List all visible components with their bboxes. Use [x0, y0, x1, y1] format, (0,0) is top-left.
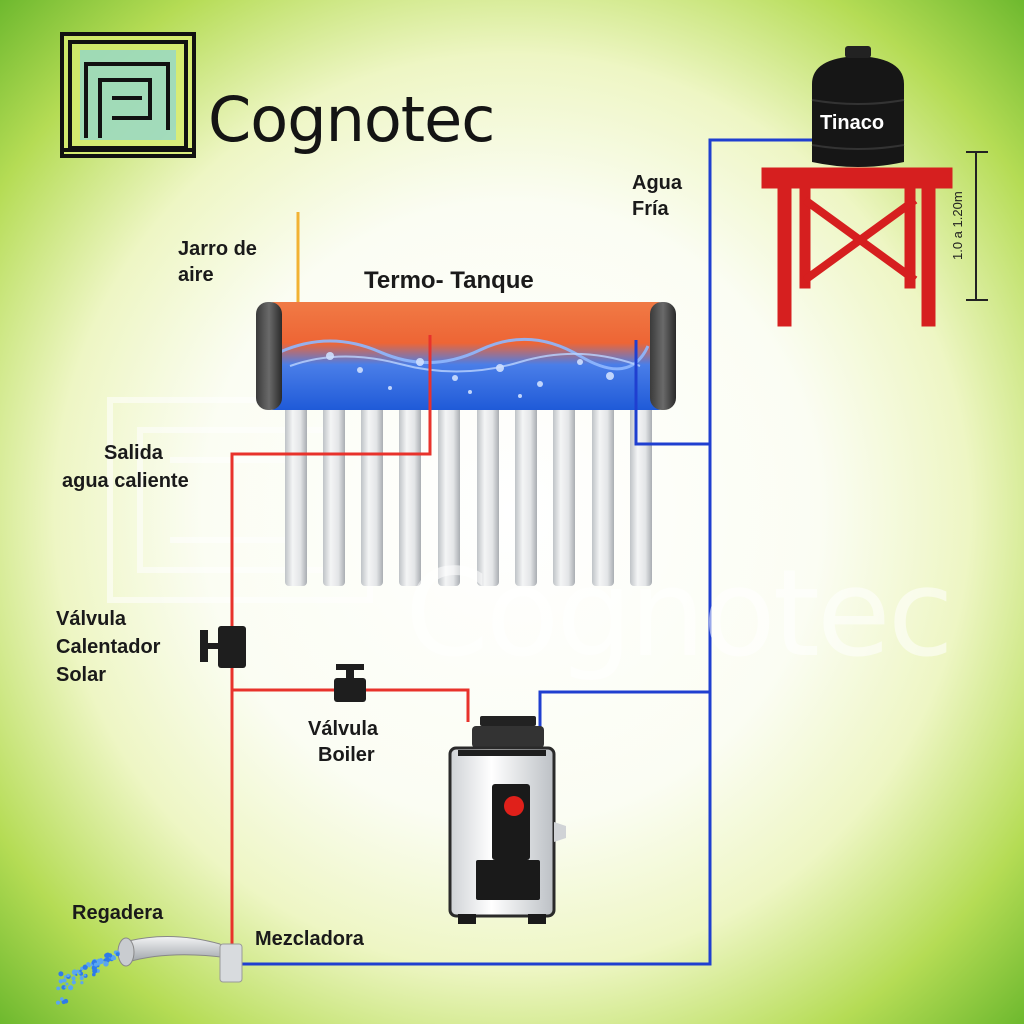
- label-valvula-solar-3: Solar: [56, 664, 107, 686]
- label-valvula-solar-2: Calentador: [56, 636, 161, 658]
- shower-spray: [55, 950, 120, 1005]
- vacuum-tube-icon: [438, 404, 460, 586]
- water-droplet: [79, 969, 82, 973]
- water-droplet: [75, 973, 78, 977]
- water-droplet: [71, 969, 78, 975]
- watermark-text: Cognotec: [405, 545, 954, 684]
- label-jarro-de-aire-1: Jarro de: [178, 238, 257, 260]
- hot-water-pipes: [230, 335, 470, 952]
- water-droplet: [98, 958, 104, 963]
- water-droplet: [71, 976, 76, 981]
- label-agua-fria-2: Fría: [632, 198, 669, 220]
- water-droplet: [58, 971, 64, 977]
- boiler-valve-icon: [334, 664, 366, 702]
- water-droplet: [115, 952, 120, 957]
- vacuum-tube-icon: [323, 404, 345, 586]
- label-valvula-boiler-2: Boiler: [318, 744, 375, 766]
- water-droplet: [97, 962, 101, 966]
- label-valvula-boiler-1: Válvula: [308, 718, 379, 740]
- water-droplet: [80, 981, 84, 985]
- water-droplet: [68, 985, 74, 991]
- label-mezcladora: Mezcladora: [255, 928, 364, 950]
- brand-logo-text: Cognotec: [208, 83, 495, 156]
- water-droplet: [107, 953, 113, 958]
- water-droplet: [83, 966, 88, 970]
- logo-mark-icon: [60, 32, 196, 158]
- vacuum-tube-icon: [399, 404, 421, 586]
- water-droplet: [60, 997, 64, 1001]
- water-droplet: [79, 975, 84, 981]
- water-droplet: [93, 962, 98, 967]
- vacuum-tube-icon: [477, 404, 499, 586]
- water-droplet: [64, 975, 67, 978]
- water-tank-icon: [811, 46, 905, 167]
- vacuum-tube-array: [285, 404, 652, 586]
- height-measure: [966, 151, 988, 301]
- water-droplet: [86, 962, 91, 967]
- water-droplet: [92, 972, 96, 977]
- water-droplet: [66, 973, 70, 978]
- water-droplet: [56, 986, 61, 991]
- water-droplet: [65, 982, 69, 986]
- boiler-icon: [448, 716, 566, 924]
- vacuum-tube-icon: [515, 404, 537, 586]
- vacuum-tube-icon: [553, 404, 575, 586]
- valve-icon: [200, 626, 246, 668]
- water-droplet: [78, 971, 81, 975]
- water-droplet: [64, 986, 67, 989]
- water-droplet: [71, 980, 76, 985]
- label-salida-1: Salida: [104, 442, 163, 464]
- vacuum-tube-icon: [592, 404, 614, 586]
- label-jarro-de-aire-2: aire: [178, 264, 214, 286]
- water-droplet: [61, 999, 66, 1005]
- label-regadera: Regadera: [72, 902, 164, 924]
- water-droplet: [73, 972, 76, 976]
- label-valvula-solar-1: Válvula: [56, 608, 127, 630]
- water-droplet: [83, 974, 87, 977]
- vacuum-tube-icon: [361, 404, 383, 586]
- water-droplet: [61, 985, 66, 990]
- label-agua-fria-1: Agua: [632, 172, 682, 194]
- water-droplet: [103, 961, 109, 967]
- cold-water-pipes: [236, 138, 812, 966]
- label-height-range: 1.0 a 1.20m: [950, 191, 965, 260]
- tank-stand-icon: [761, 167, 953, 327]
- label-termo-tanque: Termo- Tanque: [364, 267, 534, 294]
- vacuum-tube-icon: [285, 404, 307, 586]
- water-droplet: [92, 968, 98, 974]
- water-droplet: [55, 1000, 61, 1005]
- label-salida-2: agua caliente: [62, 470, 189, 492]
- vacuum-tube-icon: [630, 404, 652, 586]
- shower-head-icon: [117, 936, 243, 983]
- solar-heater-icon: [256, 302, 676, 410]
- water-droplet: [61, 979, 64, 983]
- label-tinaco: Tinaco: [820, 112, 885, 134]
